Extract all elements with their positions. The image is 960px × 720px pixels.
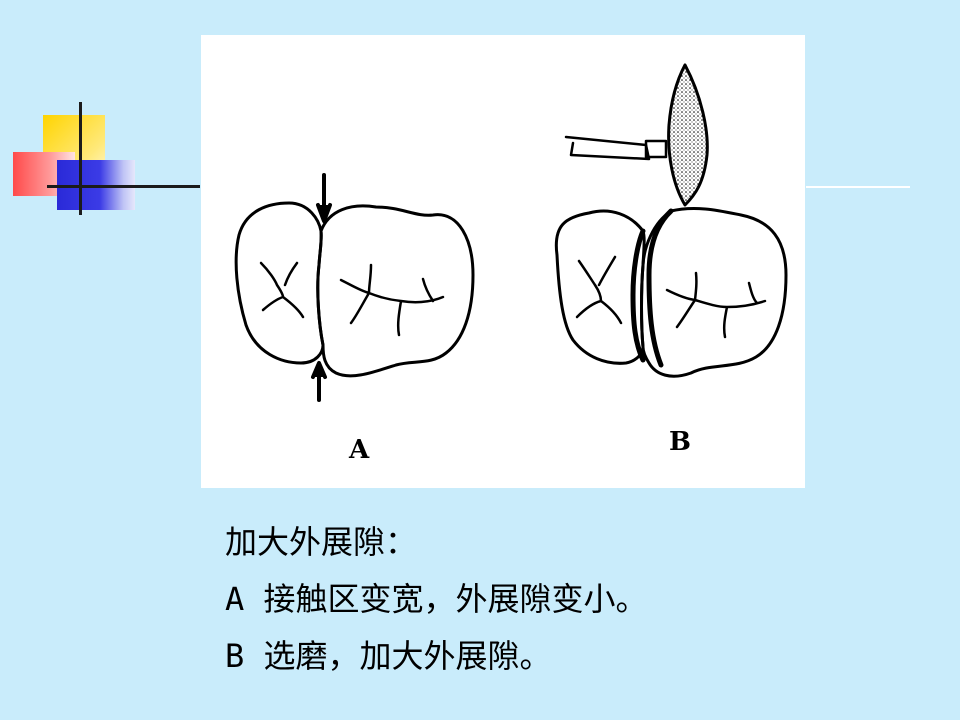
caption-line-b: B 选磨，加大外展隙。 <box>225 637 552 675</box>
diagram-a <box>234 173 475 402</box>
fissure-b-left <box>575 255 623 325</box>
figure-panel: A B <box>201 35 805 488</box>
diagram-b <box>554 63 788 378</box>
teeth-diagram: A B <box>234 63 788 465</box>
label-a: A <box>348 435 370 465</box>
tooth-b-right <box>640 206 788 378</box>
fissure-a-left <box>259 261 305 319</box>
tooth-a-left <box>234 201 325 365</box>
caption-title: 加大外展隙： <box>225 523 418 561</box>
handpiece-collar <box>644 139 668 159</box>
handpiece <box>564 135 651 161</box>
decor-horizontal-line-right <box>806 186 910 188</box>
fissure-a-right <box>339 263 445 337</box>
arrow-a-top-head <box>316 203 332 223</box>
caption-line-a: A 接触区变宽，外展隙变小。 <box>225 580 648 618</box>
diamond-disc <box>667 63 709 207</box>
ground-surface-right <box>646 208 674 368</box>
decor-vertical-line <box>79 102 82 215</box>
ground-surface-left <box>630 228 646 363</box>
label-b: B <box>669 427 691 457</box>
decor-horizontal-line <box>47 185 200 188</box>
fissure-b-right <box>665 271 767 339</box>
tooth-a-right <box>316 204 475 378</box>
arrow-a-bottom-head <box>311 361 327 379</box>
